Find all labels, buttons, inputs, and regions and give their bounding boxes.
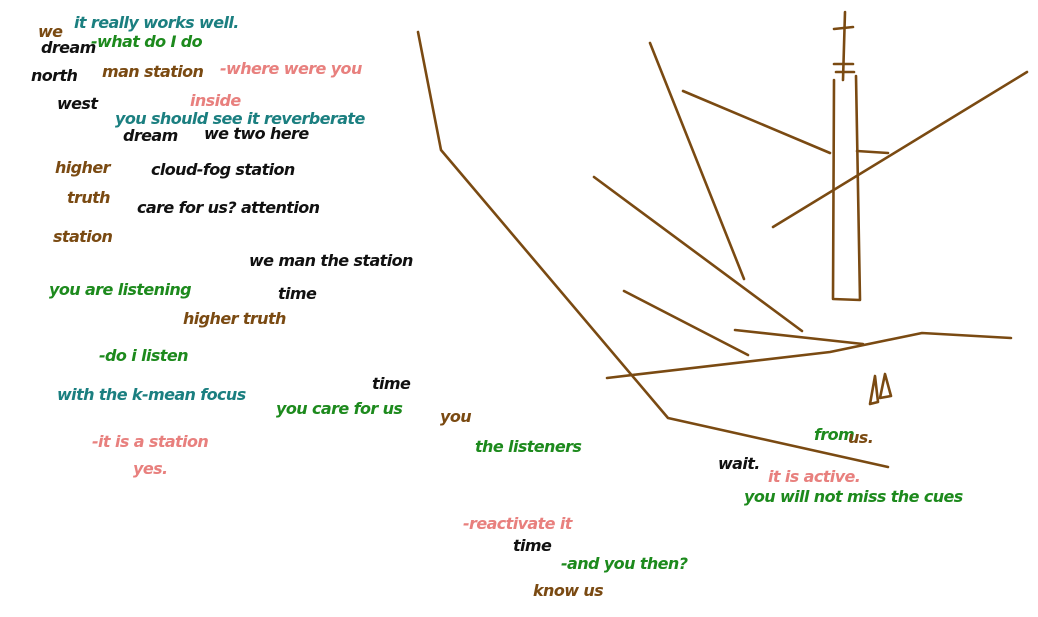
poem-word: cloud-fog station [151,160,295,179]
poem-word: station [53,227,113,246]
poem-word: us. [848,428,874,447]
poem-word: time [372,374,411,393]
horizon-line [605,331,1013,380]
poem-word: care for us? attention [137,198,320,217]
poem-word: -where were you [220,59,362,78]
tower-outline [831,74,862,302]
poem-word: we [38,22,63,41]
poem-word: you [440,407,472,426]
poem-word: higher truth [183,309,286,328]
small-figure [878,372,893,400]
poem-word: it really works well. [74,13,239,32]
diagonal-line [648,41,746,281]
poem-word: know us [533,581,604,600]
poem-word: you care for us [276,399,403,418]
tower-cross [832,25,855,31]
bent-line [416,30,890,469]
diagonal-line [681,89,832,155]
poem-word: with the k-mean focus [57,385,246,404]
poem-word: -reactivate it [463,514,572,533]
poem-word: dream [123,126,178,145]
poem-word: you will not miss the cues [744,487,963,506]
poem-word: inside [190,91,241,110]
horizon-line [733,328,865,346]
poem-word: you are listening [49,280,192,299]
poem-word: -and you then? [561,554,688,573]
poem-word: west [57,94,98,113]
poem-word: -do i listen [99,346,189,365]
poem-word: north [31,66,78,85]
poem-word: wait. [718,454,760,473]
diagonal-line [622,289,750,357]
poem-word: the listeners [475,437,582,456]
poem-word: we man the station [249,251,413,270]
poem-word: from [814,425,855,444]
diagonal-line [592,175,804,333]
poem-word: you should see it reverberate [115,109,365,128]
poem-word: -what do I do [91,32,203,51]
poem-word: truth [67,188,111,207]
poem-word: higher [55,158,110,177]
tower-ledge [855,149,890,155]
poem-word: we two here [204,124,309,143]
small-figure [868,374,880,406]
tower-spire [841,10,847,82]
poem-word: man station [102,62,204,81]
diagonal-line [771,70,1029,229]
poem-word: time [278,284,317,303]
poem-word: yes. [133,459,168,478]
poem-word: dream [41,38,96,57]
poem-word: time [513,536,552,555]
poem-word: it is active. [768,467,861,486]
poem-word: -it is a station [92,432,209,451]
